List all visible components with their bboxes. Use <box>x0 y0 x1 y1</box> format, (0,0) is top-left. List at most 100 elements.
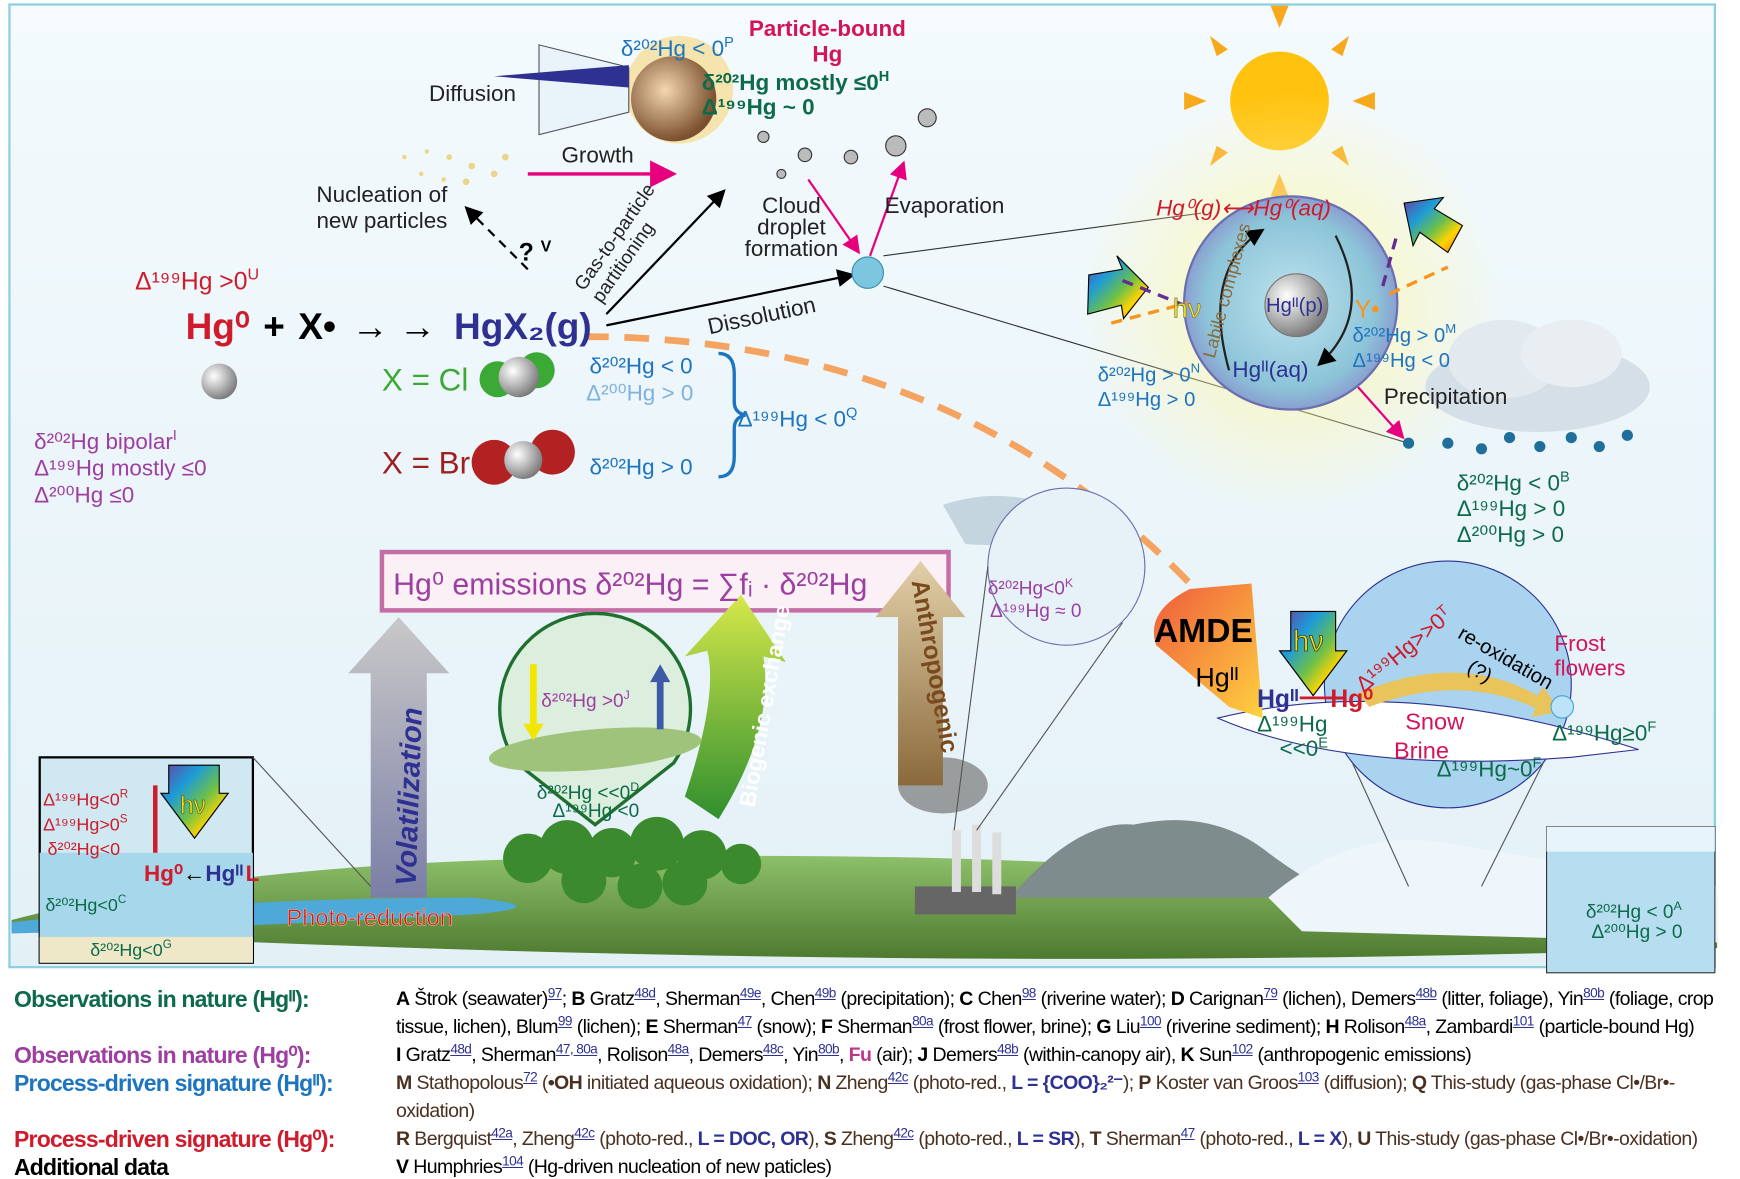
reference-link[interactable]: 42a <box>491 1125 513 1141</box>
legend-key: E <box>645 1016 658 1038</box>
reference-link[interactable]: 98 <box>1021 985 1037 1001</box>
reference-link[interactable]: 80a <box>912 1013 934 1029</box>
frost-flower-icon <box>1550 695 1575 719</box>
mountain <box>1010 820 1347 898</box>
growth-label: Growth <box>561 143 633 168</box>
reference-link[interactable]: 80b <box>1583 985 1605 1001</box>
legend-key: S <box>823 1128 837 1150</box>
legend-references: I Gratz48d, Sherman47, 80a, Rolison48a, … <box>396 1041 1734 1069</box>
amde-hg2-label: Hgᴵᴵ <box>1195 663 1238 693</box>
legend-text: (photo-red., <box>913 1128 1017 1150</box>
e-signature-label: Δ¹⁹⁹Hg<<0E <box>1257 712 1328 762</box>
reference-link[interactable]: 80b <box>818 1041 840 1057</box>
nucleation-particles <box>402 149 509 186</box>
reference-link[interactable]: 49e <box>739 985 762 1001</box>
legend-text: (photo-red., <box>594 1128 698 1150</box>
legend-text: Sherman <box>1100 1128 1182 1150</box>
reference-link[interactable]: 48a <box>667 1041 690 1057</box>
reference-link[interactable]: 42c <box>887 1069 909 1085</box>
reference-link[interactable]: 100 <box>1139 1013 1162 1029</box>
hg-aqueous-label: Hgᴵᴵ(aq) <box>1232 357 1308 382</box>
reference-link[interactable]: 48b <box>1415 985 1438 1001</box>
reference-link[interactable]: 49b <box>814 985 837 1001</box>
droplet-formation-arrow <box>807 178 861 255</box>
legend-text: Zheng <box>836 1128 894 1150</box>
reference-link[interactable]: 99 <box>557 1013 573 1029</box>
q-signature-label: Δ¹⁹⁹Hg < 0Q <box>738 405 858 431</box>
legend-key: Q <box>1411 1072 1427 1094</box>
reference-link[interactable]: 97 <box>547 985 563 1001</box>
legend-key: G <box>1096 1016 1111 1038</box>
legend-text: (frost flower, brine); <box>933 1016 1097 1038</box>
legend-key: V <box>396 1156 409 1178</box>
reference-link[interactable]: 47 <box>1180 1125 1196 1141</box>
reference-link[interactable]: 42c <box>893 1125 914 1141</box>
forest <box>503 816 762 909</box>
reference-link[interactable]: 48a <box>1404 1013 1427 1029</box>
reference-link[interactable]: 103 <box>1297 1069 1320 1085</box>
nucleation-question-label: ?V <box>519 237 552 266</box>
particulate-core <box>1264 273 1329 338</box>
legend-row: Process-driven signature (Hg⁰):R Bergqui… <box>14 1125 1734 1153</box>
legend-text: (lichen); <box>571 1016 646 1038</box>
leaf-zoom-circle <box>498 611 693 827</box>
legend-text: This-study (gas-phase Cl•/Br•-oxidation) <box>1370 1128 1698 1150</box>
reference-link[interactable]: 47, 80a <box>555 1041 598 1057</box>
reference-link[interactable]: 101 <box>1512 1013 1535 1029</box>
reference-link[interactable]: 72 <box>523 1069 538 1085</box>
reference-link[interactable]: 79 <box>1263 985 1278 1001</box>
dissolution-arrow <box>606 269 856 327</box>
legend-row: Observations in nature (Hg⁰):I Gratz48d,… <box>14 1041 1734 1069</box>
legend-text: Rolison <box>1338 1016 1405 1038</box>
rain-cloud-icon <box>1402 319 1650 455</box>
legend-text: Gratz <box>400 1044 451 1066</box>
legend-text: Demers <box>927 1044 998 1066</box>
legend-key: H <box>1325 1016 1339 1038</box>
legend-text: (within-canopy air), <box>1018 1044 1181 1066</box>
legend-heading: Process-driven signature (Hgᴵᴵ): <box>14 1070 334 1096</box>
reference-link[interactable]: 102 <box>1231 1041 1254 1057</box>
legend-references: M Stathopolous72 (•OH initiated aqueous … <box>396 1069 1734 1125</box>
legend-key: I <box>396 1044 401 1066</box>
legend-text: , Sherman <box>471 1044 556 1066</box>
reference-link[interactable]: 48b <box>997 1041 1019 1057</box>
svg-text:δ²⁰²Hg<0G: δ²⁰²Hg<0G <box>90 938 172 960</box>
legend-text: (riverine water); <box>1035 988 1171 1010</box>
reference-link[interactable]: 42c <box>574 1125 595 1141</box>
legend-text: , Sherman <box>655 988 740 1010</box>
reoxidation-arrow <box>1358 672 1561 717</box>
legend-text: This-study (gas-phase Cl•/Br•-oxidation) <box>396 1072 1675 1122</box>
reference-link[interactable]: 48d <box>450 1041 472 1057</box>
legend-key: F <box>821 1016 833 1038</box>
hgcl2-molecule <box>479 352 555 398</box>
legend-text: ); <box>1122 1072 1139 1094</box>
legend-text: Gratz <box>584 988 635 1010</box>
leaf-icon <box>488 727 702 772</box>
legend-text: Koster van Groos <box>1150 1072 1299 1094</box>
hg0-atom <box>201 363 238 400</box>
reference-link[interactable]: 48c <box>762 1041 784 1057</box>
legend: Observations in nature (Hgᴵᴵ):A Štrok (s… <box>14 985 1734 1179</box>
legend-text: ( <box>537 1072 548 1094</box>
ligand-label: L = {COO}₂²⁻ <box>1011 1072 1123 1094</box>
legend-key: C <box>959 988 973 1010</box>
reference-link[interactable]: 48d <box>634 985 656 1001</box>
hg-particulate-label: Hgᴵᴵ(p) <box>1266 295 1323 317</box>
legend-text: ), <box>808 1128 824 1150</box>
reference-link[interactable]: 47 <box>737 1013 753 1029</box>
legend-text: Stathopolous <box>411 1072 524 1094</box>
legend-text: (anthropogenic emissions) <box>1252 1044 1472 1066</box>
hgbr2-molecule <box>471 429 575 485</box>
reference-link[interactable]: 104 <box>502 1153 524 1169</box>
legend-references: R Bergquist42a, Zheng42c (photo-red., L … <box>396 1125 1734 1153</box>
biogenic-exchange-arrow <box>684 594 786 820</box>
emissions-equation: Hg⁰ emissions δ²⁰²Hg = ∑fᵢ · δ²⁰²Hg <box>393 569 867 602</box>
legend-text: ), <box>1074 1128 1090 1150</box>
